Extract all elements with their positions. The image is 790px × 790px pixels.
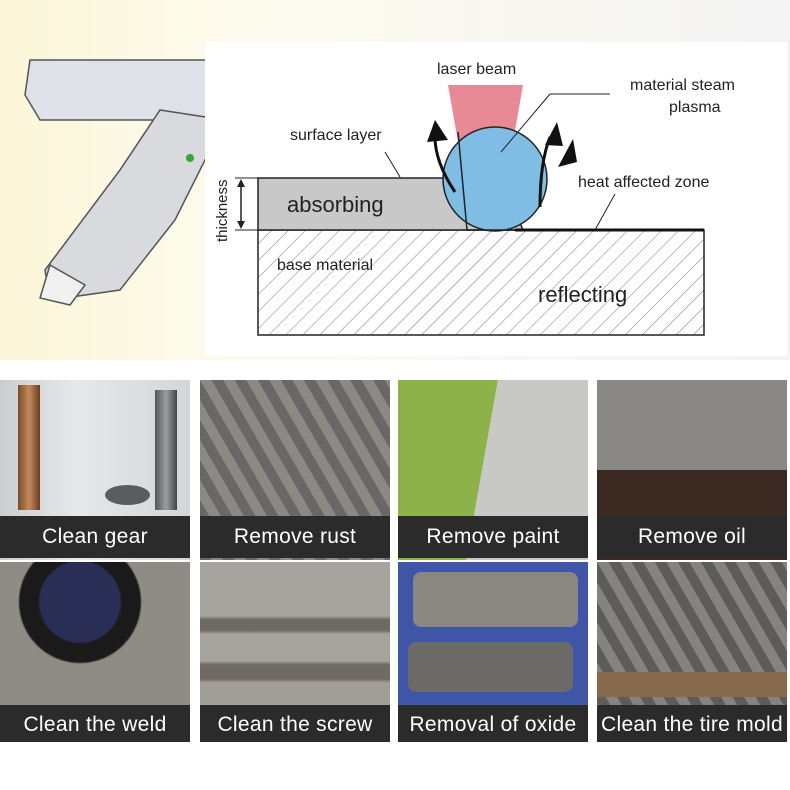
application-remove-rust: Remove rust: [200, 380, 390, 560]
application-clean-screw: Clean the screw: [200, 562, 390, 742]
plasma-bubble: [442, 126, 548, 232]
application-remove-paint: Remove paint: [398, 380, 588, 560]
application-label: Clean gear: [0, 516, 190, 558]
laser-cleaning-diagram: laser beam material steam plasma surface…: [205, 42, 787, 356]
label-material-steam: material steam: [630, 77, 735, 94]
label-thickness: thickness: [214, 179, 231, 242]
label-absorbing: absorbing: [287, 192, 384, 217]
label-laser-beam: laser beam: [437, 61, 516, 78]
application-clean-tire-mold: Clean the tire mold: [597, 562, 787, 742]
application-label: Removal of oxide: [398, 705, 588, 742]
application-label: Clean the tire mold: [597, 705, 787, 742]
label-heat-affected-zone: heat affected zone: [578, 174, 709, 191]
application-label: Remove rust: [200, 516, 390, 558]
application-clean-weld: Clean the weld: [0, 562, 190, 742]
label-plasma: plasma: [669, 99, 721, 116]
application-label: Clean the screw: [200, 705, 390, 742]
application-remove-oil: Remove oil: [597, 380, 787, 560]
application-label: Clean the weld: [0, 705, 190, 742]
label-surface-layer: surface layer: [290, 127, 382, 144]
hero-section: laser beam material steam plasma surface…: [0, 0, 790, 360]
application-removal-of-oxide: Removal of oxide: [398, 562, 588, 742]
application-label: Remove paint: [398, 516, 588, 558]
application-label: Remove oil: [597, 516, 787, 558]
application-grid: Clean gear Remove rust Remove paint Remo…: [0, 380, 790, 750]
application-clean-gear: Clean gear: [0, 380, 190, 560]
base-material-block: [257, 229, 705, 336]
label-base-material: base material: [277, 257, 373, 274]
label-reflecting: reflecting: [538, 282, 627, 307]
